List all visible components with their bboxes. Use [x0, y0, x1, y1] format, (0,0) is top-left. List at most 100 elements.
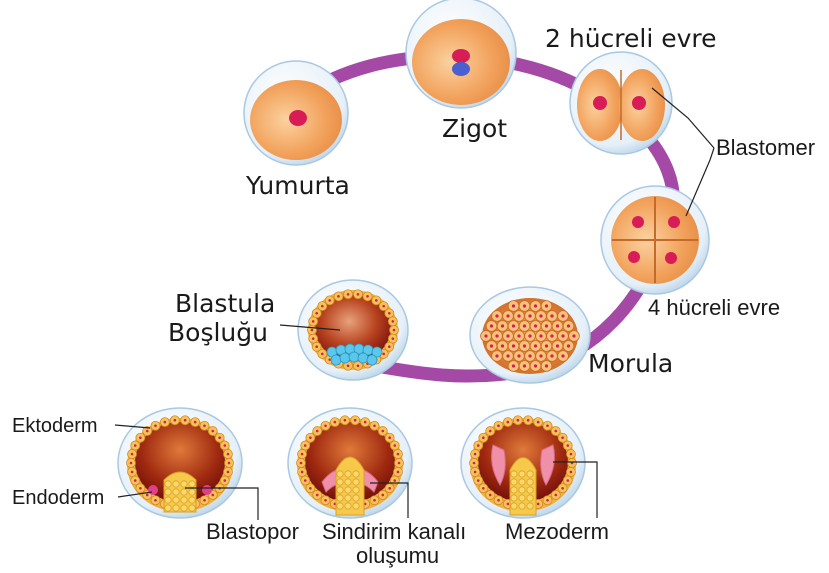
blastomer-pointer-lower	[686, 148, 714, 216]
ring-cell-nucleus	[334, 421, 337, 424]
ring-cell-nucleus	[527, 419, 530, 422]
ring-cell-nucleus	[570, 453, 573, 456]
label-zigot: Zigot	[442, 116, 507, 141]
ring-cell-nucleus	[537, 503, 540, 506]
ring-cell-nucleus	[477, 479, 480, 482]
morula-nucleus	[506, 314, 509, 317]
morula-nucleus	[539, 354, 542, 357]
ring-cell-nucleus	[474, 471, 477, 474]
endoderm-cell	[345, 487, 351, 493]
ring-cell-nucleus	[546, 424, 549, 427]
endoderm-cell	[181, 505, 187, 511]
blue-cell	[367, 355, 377, 365]
ring-cell-nucleus	[554, 430, 557, 433]
label-ektoderm: Ektoderm	[12, 416, 98, 436]
ring-cell-nucleus	[203, 424, 206, 427]
ring-cell-nucleus	[482, 436, 485, 439]
ring-cell-nucleus	[388, 345, 391, 348]
morula-nucleus	[517, 354, 520, 357]
ring-cell-nucleus	[218, 436, 221, 439]
ring-cell-nucleus	[561, 436, 564, 439]
ring-cell-nucleus	[321, 353, 324, 356]
ring-cell-nucleus	[388, 436, 391, 439]
label-bosluğu: Boşluğu	[168, 320, 268, 345]
ring-cell-nucleus	[154, 499, 157, 502]
morula-nucleus	[523, 304, 526, 307]
ring-cell-nucleus	[131, 453, 134, 456]
ring-cell-nucleus	[388, 487, 391, 490]
morula-nucleus	[501, 344, 504, 347]
morula-nucleus	[501, 324, 504, 327]
morula-nucleus	[528, 314, 531, 317]
blue-cell	[331, 355, 341, 365]
morula-cell	[470, 287, 590, 383]
morula-cell-cluster	[481, 301, 580, 372]
morula-nucleus	[545, 304, 548, 307]
egg-cell	[244, 61, 348, 165]
ring-cell-nucleus	[373, 499, 376, 502]
ring-cell-nucleus	[381, 494, 384, 497]
ring-cell-nucleus	[316, 494, 319, 497]
ring-cell-nucleus	[321, 305, 324, 308]
two-cell-stage	[570, 52, 672, 154]
ring-cell-nucleus	[304, 479, 307, 482]
morula-nucleus	[545, 344, 548, 347]
label-olusumu: oluşumu	[356, 545, 439, 567]
ring-cell-nucleus	[489, 430, 492, 433]
endoderm-cell	[353, 487, 359, 493]
morula-nucleus	[534, 324, 537, 327]
endoderm-cell	[511, 471, 517, 477]
four-cell-stage	[601, 186, 709, 294]
endoderm-cell	[337, 503, 343, 509]
endoderm-cell	[189, 497, 195, 503]
ring-cell-nucleus	[382, 305, 385, 308]
morula-nucleus	[572, 334, 575, 337]
ring-cell-nucleus	[381, 430, 384, 433]
ring-cell-nucleus	[301, 471, 304, 474]
endoderm-cell	[519, 495, 525, 501]
label-blastomer: Blastomer	[716, 137, 815, 159]
morula-nucleus	[512, 324, 515, 327]
ring-cell-nucleus	[398, 462, 401, 465]
ring-cell-nucleus	[507, 503, 510, 506]
ring-cell-nucleus	[392, 337, 395, 340]
ring-cell-nucleus	[184, 419, 187, 422]
morula-nucleus	[561, 314, 564, 317]
endoderm-cell	[165, 489, 171, 495]
endoderm-cell	[173, 505, 179, 511]
endoderm-cell	[337, 479, 343, 485]
ring-cell-nucleus	[566, 479, 569, 482]
ring-cell-nucleus	[324, 424, 327, 427]
endoderm-cell	[173, 489, 179, 495]
ring-cell-nucleus	[154, 424, 157, 427]
endoderm-cell	[165, 505, 171, 511]
ring-cell-nucleus	[561, 487, 564, 490]
endoderm-cell	[173, 481, 179, 487]
endoderm-cell	[519, 479, 525, 485]
morula-nucleus	[561, 354, 564, 357]
ring-cell-nucleus	[337, 295, 340, 298]
ring-cell-nucleus	[347, 293, 350, 296]
morula-nucleus	[556, 344, 559, 347]
ring-cell-nucleus	[570, 471, 573, 474]
label-sindirim-kanali: Sindirim kanalı	[322, 521, 466, 543]
ring-cell-nucleus	[344, 419, 347, 422]
endoderm-cell	[345, 471, 351, 477]
endoderm-cell	[511, 479, 517, 485]
endoderm-cell	[337, 471, 343, 477]
endoderm-cell	[173, 497, 179, 503]
morula-nucleus	[517, 314, 520, 317]
ring-cell-nucleus	[146, 494, 149, 497]
ring-cell-nucleus	[357, 364, 360, 367]
ring-cell-nucleus	[397, 453, 400, 456]
ring-cell-nucleus	[364, 421, 367, 424]
endoderm-cell	[345, 503, 351, 509]
endoderm-cell	[511, 495, 517, 501]
ring-cell-nucleus	[382, 353, 385, 356]
endoderm-cell	[527, 487, 533, 493]
endoderm-cell	[353, 503, 359, 509]
ring-cell-nucleus	[397, 471, 400, 474]
morula-nucleus	[567, 324, 570, 327]
morula-nucleus	[528, 334, 531, 337]
